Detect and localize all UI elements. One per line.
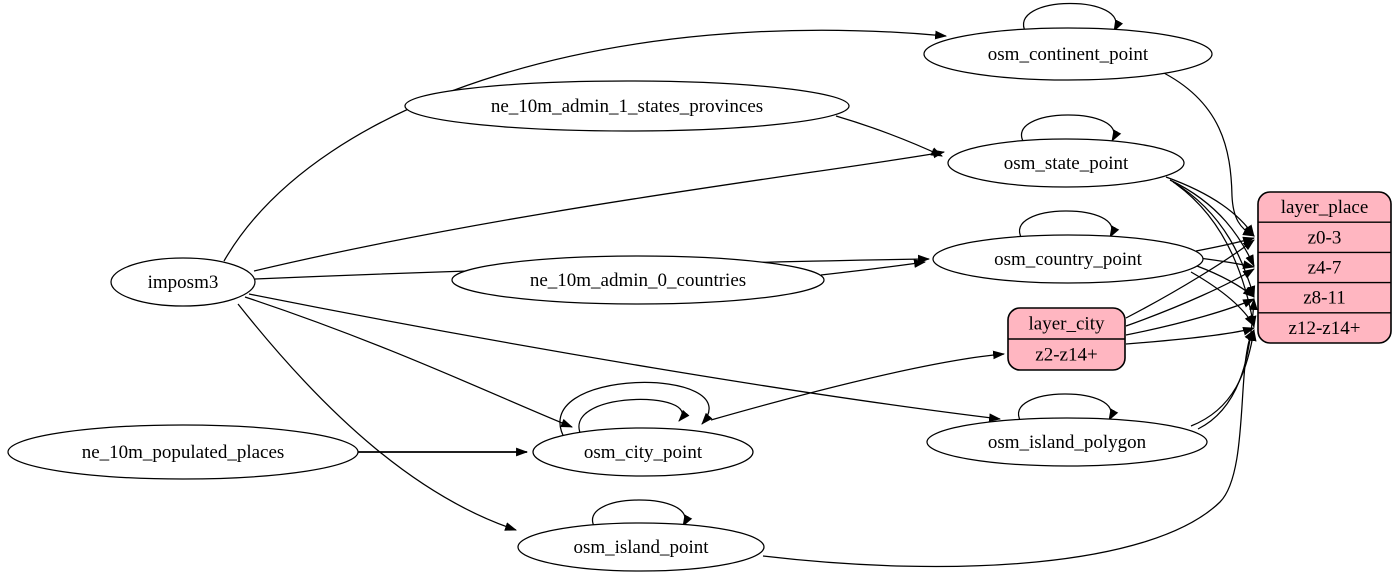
edge-osm_country_point-to-layer_place-z12-z14+ — [1190, 271, 1255, 327]
node-osm_state_point-shape — [947, 138, 1185, 188]
edge-osm_state_point-to-layer_place-z8-11 — [1172, 181, 1256, 298]
node-osm_city_point-shape — [532, 427, 754, 477]
node-osm_country_point-shape — [932, 234, 1204, 284]
node-osm_island_point-label: osm_island_point — [573, 537, 709, 558]
node-osm_continent_point-label: osm_continent_point — [988, 44, 1149, 65]
node-imposm3: imposm3 — [110, 257, 256, 307]
edge-imposm3-to-osm_island_point — [237, 303, 517, 531]
node-ne_10m_admin_0_countries-label: ne_10m_admin_0_countries — [530, 270, 746, 291]
edge-imposm3-to-osm_continent_point — [223, 29, 948, 262]
edge-osm_country_point-to-layer_place-z8-11 — [1196, 265, 1255, 298]
edge-layer_city-to-layer_place-z4-7 — [1125, 268, 1255, 327]
edge-osm_continent_point-to-layer_place-z0-3 — [1159, 70, 1255, 237]
node-osm_country_point-label: osm_country_point — [994, 249, 1142, 270]
edge-osm_island_polygon-to-layer_place-z12-z14+ — [1190, 328, 1257, 427]
node-osm_island_point-shape — [517, 522, 765, 572]
record-layer_place-row-z12-z14+: z12-z14+ — [1289, 318, 1361, 339]
edge-osm_state_point-to-layer_place-z12-z14+ — [1175, 183, 1257, 329]
node-osm_island_polygon-shape — [926, 417, 1208, 467]
edge-osm_country_point-to-layer_place-z4-7 — [1198, 257, 1256, 269]
edge-imposm3-to-osm_city_point — [244, 296, 573, 428]
edge-ne_10m_admin_1_states_provinces-to-osm_state_point — [835, 115, 943, 157]
self-loop-osm_island_polygon — [1017, 393, 1119, 423]
edge-osm_state_point-to-layer_place-z0-3 — [1165, 176, 1255, 237]
edge-osm_city_point-to-layer_city-z2-z14+ — [710, 350, 1006, 421]
node-osm_island_point: osm_island_point — [517, 522, 765, 572]
edge-layer_city-to-layer_place-z8-11 — [1125, 298, 1255, 336]
node-ne_10m_admin_0_countries-shape — [451, 255, 825, 305]
node-ne_10m_admin_0_countries: ne_10m_admin_0_countries — [451, 255, 825, 305]
record-layer_place-title: layer_place — [1281, 197, 1369, 218]
self-loop-osm_island_point — [591, 499, 693, 529]
edge-osm_island_point-to-layer_place-z12-z14+ — [762, 329, 1255, 568]
node-osm_continent_point: osm_continent_point — [923, 27, 1213, 81]
node-ne_10m_admin_1_states_provinces-shape — [404, 80, 850, 132]
record-layer_place-row-z8-11: z8-11 — [1303, 288, 1346, 309]
node-osm_country_point: osm_country_point — [932, 234, 1204, 284]
record-layer_place-row-z0-3: z0-3 — [1308, 227, 1342, 248]
record-layer_place-row-z4-7: z4-7 — [1308, 258, 1342, 279]
record-layer_city-row-z2-z14+: z2-z14+ — [1035, 345, 1097, 366]
edge-osm_state_point-to-layer_place-z4-7 — [1169, 179, 1255, 267]
record-layer_city-title: layer_city — [1029, 314, 1105, 335]
node-ne_10m_populated_places-label: ne_10m_populated_places — [82, 442, 285, 463]
node-ne_10m_admin_1_states_provinces-label: ne_10m_admin_1_states_provinces — [491, 96, 763, 117]
node-osm_city_point-label: osm_city_point — [584, 442, 703, 463]
self-loop-osm_city_point — [559, 381, 713, 442]
self-loop-osm_city_point-2 — [578, 398, 690, 438]
self-loop-osm_country_point — [1018, 210, 1120, 240]
edge-imposm3-to-osm_island_polygon — [248, 293, 1002, 423]
node-ne_10m_populated_places-shape — [7, 424, 359, 480]
node-osm_state_point-label: osm_state_point — [1004, 153, 1129, 174]
node-osm_state_point: osm_state_point — [947, 138, 1185, 188]
node-imposm3-shape — [110, 257, 256, 307]
node-ne_10m_admin_1_states_provinces: ne_10m_admin_1_states_provinces — [404, 80, 850, 132]
record-layer_place-shape — [1257, 191, 1392, 344]
node-ne_10m_populated_places: ne_10m_populated_places — [7, 424, 359, 480]
edge-osm_country_point-to-layer_place-z0-3 — [1195, 236, 1256, 252]
nodes-layer: imposm3 ne_10m_admin_1_states_provincesne… — [7, 27, 1392, 572]
edge-ne_10m_admin_0_countries-to-osm_country_point — [820, 259, 927, 276]
record-layer_city: layer_city z2-z14+ — [1007, 307, 1126, 371]
edge-layer_city-to-layer_place-z0-3 — [1125, 239, 1255, 319]
node-osm_city_point: osm_city_point — [532, 427, 754, 477]
self-loop-osm_state_point — [1020, 114, 1122, 144]
node-osm_continent_point-shape — [923, 27, 1213, 81]
node-osm_island_polygon: osm_island_polygon — [926, 417, 1208, 467]
record-layer_place: layer_place z0-3 z4-7 z8-11 z12-z14+ — [1257, 191, 1392, 344]
self-loop-osm_continent_point — [1022, 2, 1124, 34]
edge-imposm3-to-osm_state_point — [253, 149, 946, 272]
node-imposm3-label: imposm3 — [148, 272, 219, 293]
node-osm_island_polygon-label: osm_island_polygon — [988, 432, 1147, 453]
